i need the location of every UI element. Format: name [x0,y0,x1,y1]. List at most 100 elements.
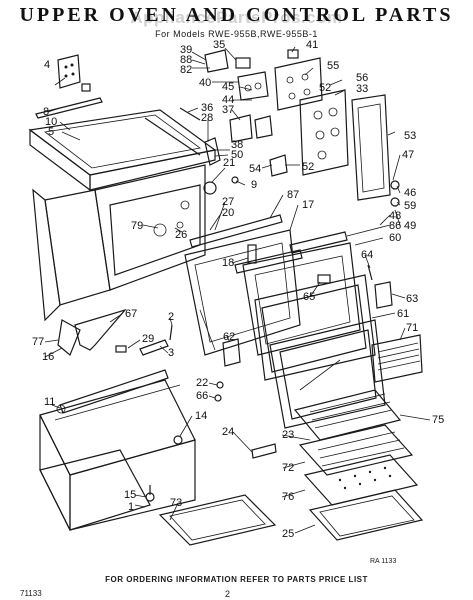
callout-25: 25 [282,528,294,540]
callout-72: 72 [282,462,294,474]
relay-drawing [269,154,288,177]
callout-37: 37 [222,104,234,116]
timer-drawing [254,115,273,139]
callout-52-lower: 52 [302,161,314,173]
callout-61: 61 [397,308,409,320]
pin-drawing [367,264,373,281]
control-switch-drawing [204,49,269,101]
callout-45: 45 [222,81,234,93]
washer-drawing [214,394,222,402]
trim-inner-drawing [357,103,385,193]
callout-50: 50 [231,149,243,161]
callout-49: 49 [404,220,416,232]
callout-26: 26 [175,229,187,241]
callout-18: 18 [222,257,234,269]
callout-75: 75 [432,414,444,426]
callout-41: 41 [306,39,318,51]
callout-77: 77 [32,336,44,348]
callout-54: 54 [249,163,261,175]
callout-71: 71 [406,322,418,334]
oven-top-shell-drawing [28,109,217,192]
callout-24: 24 [222,426,234,438]
callout-76: 76 [282,491,294,503]
callout-47: 47 [402,149,414,161]
lamp-socket-drawing [390,197,400,207]
broil-element-drawing [293,389,402,441]
callout-82: 82 [180,64,192,76]
callout-65: 65 [303,291,315,303]
callout-3: 3 [168,347,174,359]
callout-20: 20 [222,207,234,219]
small-knob-drawing [231,176,239,184]
knob-drawing [203,181,217,195]
callout-10: 10 [45,116,57,128]
callout-56: 56 [356,72,368,84]
callout-59: 59 [404,200,416,212]
plate-bracket-drawing [222,338,241,367]
clock-drawing [229,114,253,143]
callout-23: 23 [282,429,294,441]
callout-67: 67 [125,308,137,320]
screw-drawing [169,324,173,341]
door-frame-drawing [184,229,301,356]
side-vent-drawing [371,334,423,383]
door-seal-top-drawing [189,214,283,248]
callout-33: 33 [356,83,368,95]
rack-clip-drawing [251,443,277,459]
callout-27: 27 [222,196,234,208]
callout-87: 87 [287,189,299,201]
callout-21: 21 [223,157,235,169]
callout-29: 29 [142,333,154,345]
document-id: 71133 [20,589,42,598]
callout-9: 9 [251,179,257,191]
control-plate-drawing [274,57,323,111]
door-glass-drawing [269,319,386,429]
callout-62: 62 [223,331,235,343]
callout-66: 66 [196,390,208,402]
page-title: UPPER OVEN AND CONTROL PARTS [19,4,454,26]
drawing-stamp: RA 1133 [370,558,397,565]
callout-28: 28 [201,112,213,124]
lower-cabinet-drawing [39,379,196,531]
nut-drawing [216,381,224,389]
spacer-drawing [139,339,169,356]
callout-5: 5 [48,126,54,138]
callout-48: 48 [389,210,401,222]
oven-rack-drawing [298,424,414,476]
door-seal-right-drawing [289,231,348,254]
callout-22: 22 [196,377,208,389]
callout-17: 17 [302,199,314,211]
oven-liner-drawing [32,164,206,322]
callout-numbers: 39 35 41 88 4 82 40 55 56 33 52 8 36 45 … [32,39,444,540]
model-subtitle: For Models RWE-955B,RWE-955B-1 [155,29,318,39]
door-window-drawing [254,274,376,381]
thermostat-drawing [204,137,221,166]
lamp-drawing [390,180,400,190]
callout-73: 73 [170,497,182,509]
callout-44: 44 [222,94,234,106]
control-panel-drawing [299,89,349,176]
callout-8: 8 [43,106,49,118]
latch-drawing [317,274,331,284]
broiler-pan-drawing [303,454,419,506]
ordering-note: FOR ORDERING INFORMATION REFER TO PARTS … [105,575,368,584]
rod-drawing [56,369,169,414]
foot-drawing [173,435,183,445]
callout-40: 40 [199,77,211,89]
callout-36: 36 [201,102,213,114]
callout-14: 14 [195,410,207,422]
bracket-clip-drawing [374,281,393,309]
side-bracket-drawing [74,308,127,351]
callout-1: 1 [128,501,134,513]
gasket-strip-drawing [35,97,103,119]
callout-4: 4 [44,59,50,71]
callout-15: 15 [124,489,136,501]
door-inner-border-drawing [254,255,351,345]
control-bracket-drawing [57,54,91,92]
callout-2: 2 [168,311,174,323]
callout-46: 46 [404,187,416,199]
callout-35: 35 [213,39,225,51]
callout-16: 16 [42,351,54,363]
handle-drawing [234,249,303,274]
